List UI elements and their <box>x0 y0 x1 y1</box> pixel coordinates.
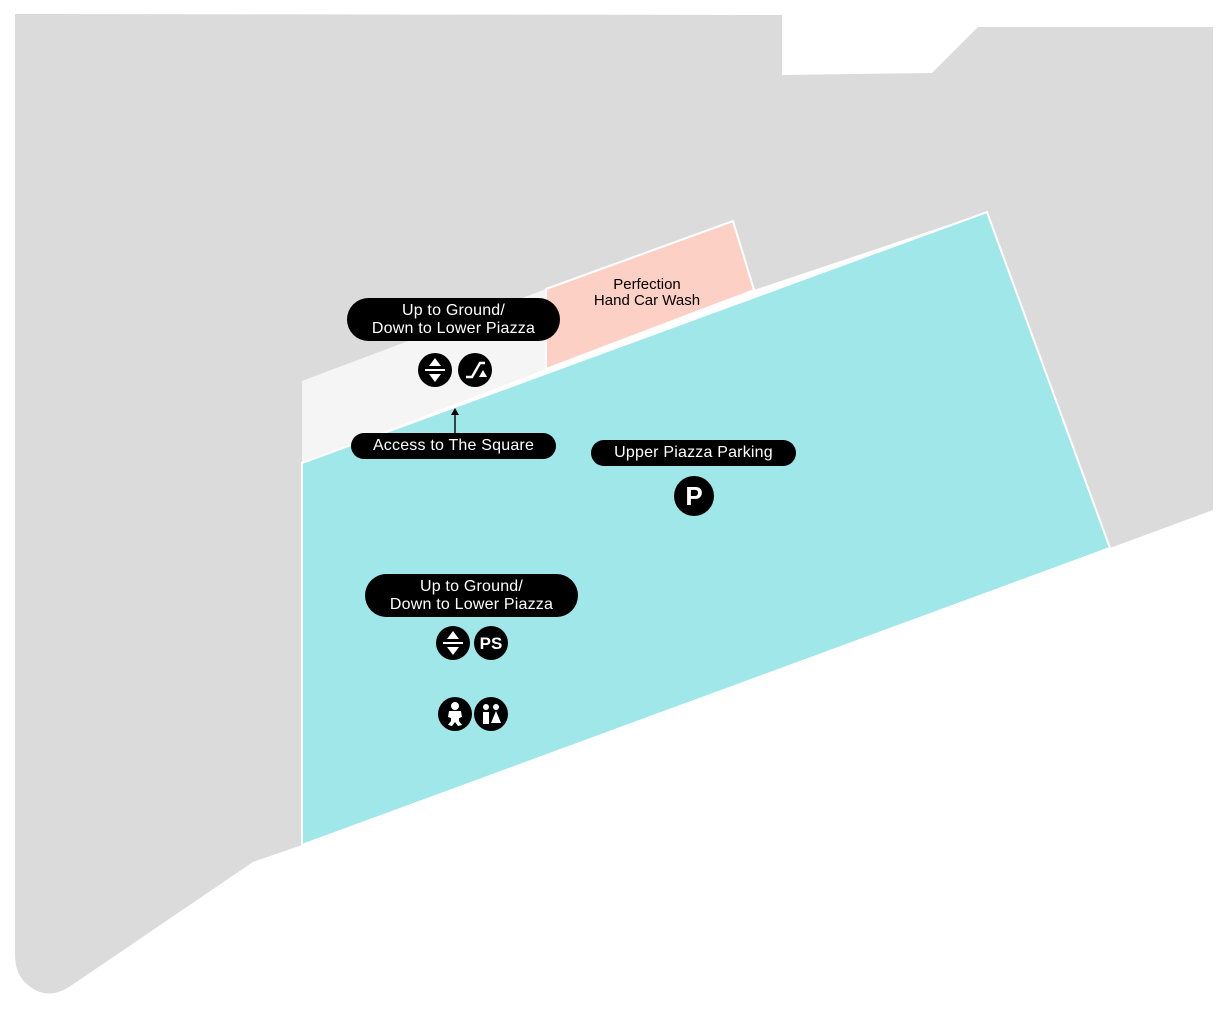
parking-icon-text: P <box>685 481 703 511</box>
upper-piazza-parking-label-text: Upper Piazza Parking <box>614 444 773 461</box>
parking-zone[interactable] <box>301 210 1112 847</box>
car-wash-label: Perfection Hand Car Wash <box>582 277 712 309</box>
access-square-label-text: Access to The Square <box>372 437 535 454</box>
car-wash-zone[interactable] <box>545 219 756 371</box>
lift-icon[interactable] <box>436 626 470 660</box>
ramp-icon[interactable] <box>458 353 492 387</box>
lower-transit-label-line1: Up to Ground/ <box>419 577 524 595</box>
toilets-icon[interactable] <box>474 697 508 731</box>
upper-transit-label-line1: Up to Ground/ <box>401 301 506 319</box>
baby-change-icon[interactable] <box>438 697 472 731</box>
parent-services-icon-text: PS <box>479 633 503 653</box>
car-wash-label-line1: Perfection <box>613 276 681 293</box>
upper-transit-label-line2: Down to Lower Piazza <box>371 319 536 337</box>
surrounding-area <box>15 14 1213 994</box>
upper-piazza-parking-label[interactable]: Upper Piazza Parking <box>591 440 796 466</box>
parking-icon[interactable]: P <box>674 476 714 516</box>
lower-transit-label-line2: Down to Lower Piazza <box>389 595 554 613</box>
lower-transit-label[interactable]: Up to Ground/ Down to Lower Piazza <box>365 574 578 617</box>
upper-transit-label[interactable]: Up to Ground/ Down to Lower Piazza <box>347 298 560 341</box>
car-wash-label-line2: Hand Car Wash <box>593 292 701 309</box>
lift-icon[interactable] <box>418 353 452 387</box>
access-square-label[interactable]: Access to The Square <box>351 433 556 459</box>
arrow-up-icon <box>451 408 459 436</box>
parent-services-icon[interactable]: PS <box>474 626 508 660</box>
